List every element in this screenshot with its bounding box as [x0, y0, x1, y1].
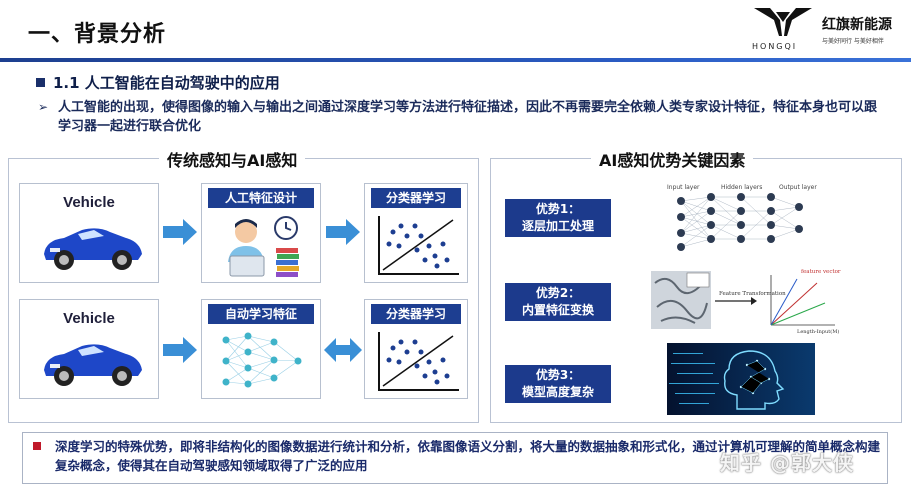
hongqi-wing-icon [754, 8, 812, 36]
hidden-layers-label: Hidden layers [721, 184, 762, 191]
hongqi-logo: HONGQI 红旗新能源 与美好同行 与美好相伴 [752, 6, 902, 52]
classifier-header-2: 分类器学习 [371, 304, 461, 324]
section-title-text: 1.1 人工智能在自动驾驶中的应用 [53, 74, 280, 92]
vehicle-input-box-1: Vehicle [19, 183, 159, 283]
arrow-right-icon [163, 337, 197, 363]
classifier-header-1: 分类器学习 [371, 188, 461, 208]
blue-car-icon [44, 344, 142, 386]
vehicle-input-box-2: Vehicle [19, 299, 159, 399]
layered-network-diagram: Input layer Hidden layers Output layer [667, 184, 817, 251]
advantage-2-title: 优势2： [535, 286, 581, 300]
scatter-plot-icon [378, 332, 459, 391]
blue-car-icon [44, 228, 142, 270]
header-divider-bar [0, 58, 911, 62]
summary-box: 深度学习的特殊优势，即将非结构化的图像数据进行统计和分析，依靠图像语义分割，将大… [22, 432, 888, 484]
arrow-right-icon [326, 219, 360, 245]
advantage-1-badge: 优势1： 逐层加工处理 [505, 199, 611, 237]
input-layer-label: Input layer [667, 184, 700, 191]
ai-head-image [667, 343, 815, 415]
slide-title: 一、背景分析 [28, 22, 167, 47]
feature-vector-label: feature vector [801, 269, 841, 275]
feature-transformation-label: Feature Transformation [719, 291, 786, 297]
summary-text: 深度学习的特殊优势，即将非结构化的图像数据进行统计和分析，依靠图像语义分割，将大… [55, 439, 881, 473]
logo-wordmark: HONGQI [752, 42, 798, 51]
feature-design-header: 人工特征设计 [208, 188, 314, 208]
ai-advantages-panel: AI感知优势关键因素 优势1： 逐层加工处理 Input layer Hidde… [490, 147, 902, 423]
engineer-icon [228, 216, 299, 277]
output-layer-label: Output layer [779, 184, 817, 191]
traditional-vs-ai-panel: 传统感知与AI感知 Vehicle 人工特征设计 [8, 147, 479, 423]
zhihu-watermark: 知乎 @郭大侠 [720, 451, 854, 475]
advantage-3-title: 优势3： [535, 368, 581, 382]
advantage-1-text: 逐层加工处理 [521, 219, 594, 233]
logo-slogan: 与美好同行 与美好相伴 [822, 38, 884, 45]
vehicle-label-1: Vehicle [63, 194, 115, 211]
feature-design-box: 人工特征设计 [201, 183, 321, 283]
logo-chinese-name: 红旗新能源 [822, 17, 892, 33]
double-arrow-icon [324, 338, 362, 362]
advantage-2-badge: 优势2： 内置特征变换 [505, 283, 611, 321]
advantage-2-text: 内置特征变换 [521, 303, 594, 317]
slide-header: 一、背景分析 HONGQI 红旗新能源 与美好同行 与美好相伴 [0, 0, 911, 62]
auto-feature-box: 自动学习特征 [201, 299, 321, 399]
advantage-1-title: 优势1： [535, 202, 581, 216]
red-square-bullet-icon [33, 442, 41, 450]
classifier-box-1: 分类器学习 [364, 183, 468, 283]
section-title: 1.1 人工智能在自动驾驶中的应用 [36, 72, 280, 93]
advantage-3-text: 模型高度复杂 [521, 385, 594, 399]
right-panel-title: AI感知优势关键因素 [591, 147, 754, 171]
advantage-3-badge: 优势3： 模型高度复杂 [505, 365, 611, 403]
classifier-box-2: 分类器学习 [364, 299, 468, 399]
arrow-bullet-icon: ➢ [38, 100, 49, 114]
section-description-text: 人工智能的出现，使得图像的输入与输出之间通过深度学习等方法进行特征描述，因此不再… [58, 100, 878, 134]
feature-transformation-diagram: Feature Transformation feature vector Le… [651, 269, 841, 335]
scatter-plot-icon [378, 216, 459, 275]
vehicle-label-2: Vehicle [63, 310, 115, 327]
neural-network-icon [222, 332, 302, 388]
arrow-right-icon [163, 219, 197, 245]
section-description: ➢ 人工智能的出现，使得图像的输入与输出之间通过深度学习等方法进行特征描述，因此… [38, 98, 888, 136]
auto-feature-header: 自动学习特征 [208, 304, 314, 324]
square-bullet-icon [36, 78, 45, 87]
left-panel-title: 传统感知与AI感知 [159, 147, 306, 171]
length-axis-label: Length-Input(M) [797, 328, 839, 335]
